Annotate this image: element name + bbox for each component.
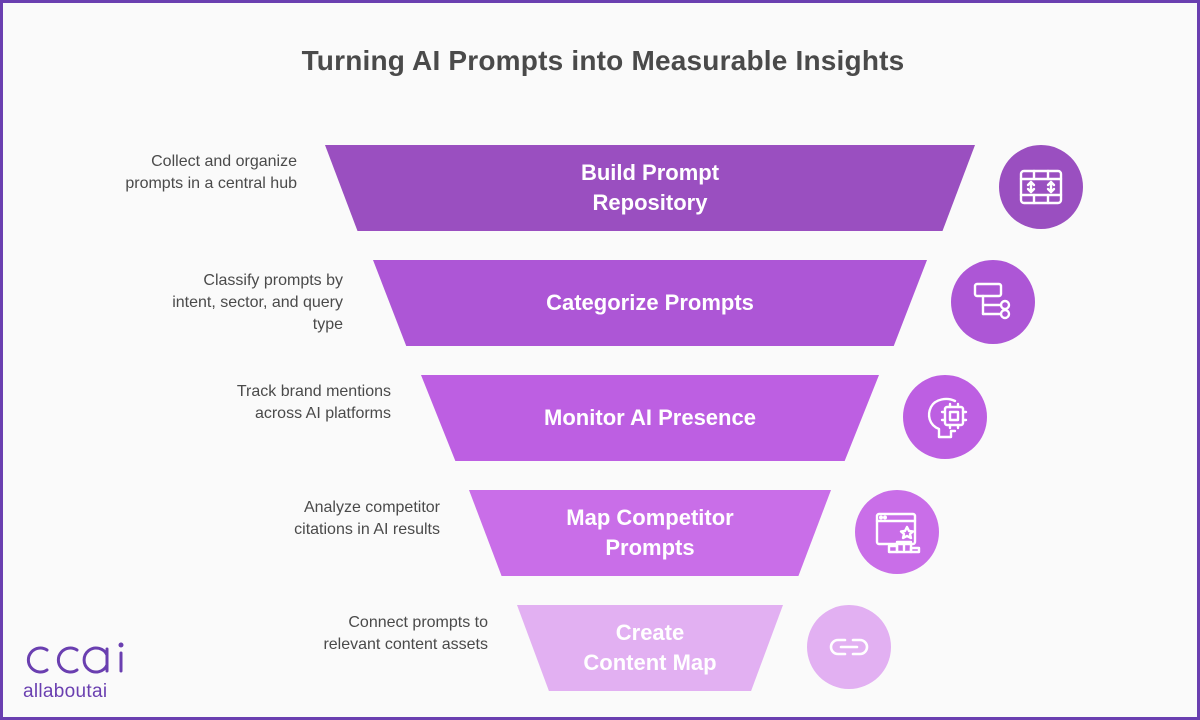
ai-head-chip-icon [903,375,987,459]
page-title: Turning AI Prompts into Measurable Insig… [301,45,905,76]
step-4-description: Analyze competitor citations in AI resul… [294,499,440,538]
funnel-step-2: Categorize Prompts [373,260,927,346]
funnel-step-5: Create Content Map [517,605,783,691]
funnel-step-4-label: Map Competitor Prompts [566,505,734,560]
funnel-step-2-label: Categorize Prompts [546,290,754,315]
hierarchy-tree-icon [951,260,1035,344]
step-1-description: Collect and organize prompts in a centra… [125,153,297,192]
funnel-step-4: Map Competitor Prompts [469,490,831,576]
allaboutai-logo [26,642,124,674]
step-2-description: Classify prompts by intent, sector, and … [172,272,343,333]
funnel-step-3-label: Monitor AI Presence [544,405,756,430]
logo-wordmark: allaboutai [23,681,108,702]
funnel-step-5-label: Create Content Map [583,620,717,675]
step-5-description: Connect prompts to relevant content asse… [323,614,488,653]
funnel-step-1-label: Build Prompt Repository [580,160,720,215]
database-grid-icon [999,145,1083,229]
competitor-ranking-icon [855,490,939,574]
step-3-description: Track brand mentions across AI platforms [236,383,391,422]
funnel-step-1: Build Prompt Repository [325,145,975,231]
link-icon [807,605,891,689]
funnel-step-3: Monitor AI Presence [421,375,879,461]
